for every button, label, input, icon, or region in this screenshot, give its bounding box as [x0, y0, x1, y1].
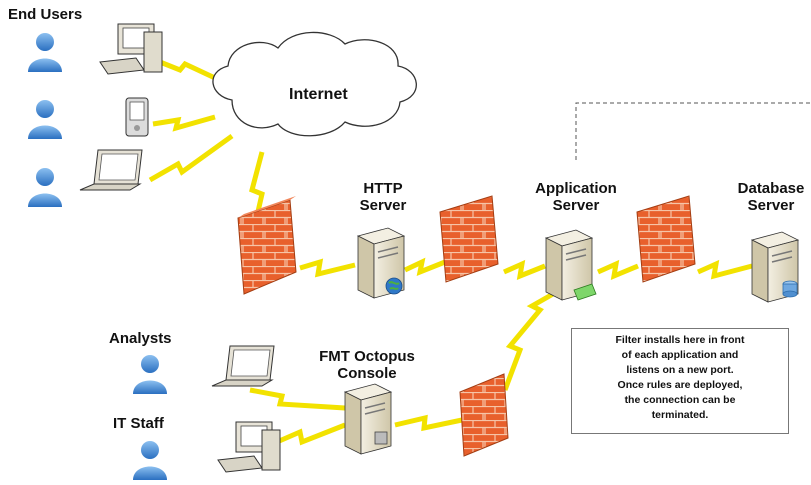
it-staff-label: IT Staff: [113, 415, 164, 432]
filter-note-callout: Filter installs here in front of each ap…: [571, 328, 789, 434]
filter-note-line-6: terminated.: [651, 409, 709, 421]
analyst-laptop-icon: [211, 345, 275, 387]
console-server-icon: [343, 383, 393, 455]
database-server-label: Database Server: [731, 180, 811, 214]
link-laptop-internet: [148, 133, 234, 183]
http-server-icon: [356, 227, 406, 299]
link-analyst-laptop-console: [249, 387, 346, 411]
application-server-label-line1: Application: [535, 180, 617, 197]
end-user-person-2: [28, 100, 62, 139]
database-server-label-line1: Database: [737, 180, 805, 197]
link-phone-internet: [152, 114, 216, 132]
internet-cloud: [212, 31, 417, 137]
application-server-icon: [544, 229, 597, 301]
fmt-octopus-console-label-line1: FMT Octopus: [319, 348, 415, 365]
desktop-computer-icon: [99, 23, 163, 75]
firewall-3: [636, 195, 696, 283]
filter-note-line-5: the connection can be: [624, 394, 736, 406]
laptop-icon: [79, 149, 143, 191]
http-server-label-line2: Server: [359, 197, 407, 214]
analyst-person: [133, 355, 167, 394]
it-staff-person: [133, 441, 167, 480]
firewall-1: [237, 196, 297, 295]
filter-note-line-2: of each application and: [621, 349, 739, 361]
pda-phone-icon: [125, 97, 149, 137]
link-firewall2-app: [502, 259, 546, 280]
application-server-label: Application Server: [516, 180, 636, 214]
firewall-2: [439, 195, 499, 283]
filter-note-line-4: Once rules are deployed,: [617, 379, 743, 391]
link-firewall1-http: [299, 258, 356, 278]
database-server-icon: [750, 231, 800, 303]
fmt-octopus-console-label-line2: Console: [337, 365, 397, 382]
fmt-octopus-console-label: FMT Octopus Console: [305, 348, 429, 382]
dashed-connector: [575, 102, 811, 160]
link-http-firewall2: [403, 257, 446, 277]
link-desktop-internet: [159, 59, 217, 81]
link-firewall4-app: [502, 287, 562, 391]
end-users-label: End Users: [8, 6, 83, 23]
database-server-label-line2: Server: [747, 197, 795, 214]
firewall-4: [459, 373, 509, 457]
link-firewall3-db: [696, 259, 753, 280]
analysts-label: Analysts: [109, 330, 172, 347]
link-app-firewall3: [596, 259, 639, 281]
application-server-label-line2: Server: [552, 197, 600, 214]
end-user-person-3: [28, 168, 62, 207]
filter-note-line-3: listens on a new port.: [626, 364, 734, 376]
internet-label: Internet: [289, 86, 348, 103]
filter-note-line-1: Filter installs here in front: [615, 334, 745, 346]
http-server-label-line1: HTTP: [363, 180, 403, 197]
http-server-label: HTTP Server: [343, 180, 423, 214]
link-console-firewall4: [394, 414, 463, 432]
link-it-desktop-console: [269, 422, 346, 448]
it-desktop-computer-icon: [217, 421, 281, 473]
end-user-person-1: [28, 33, 62, 72]
